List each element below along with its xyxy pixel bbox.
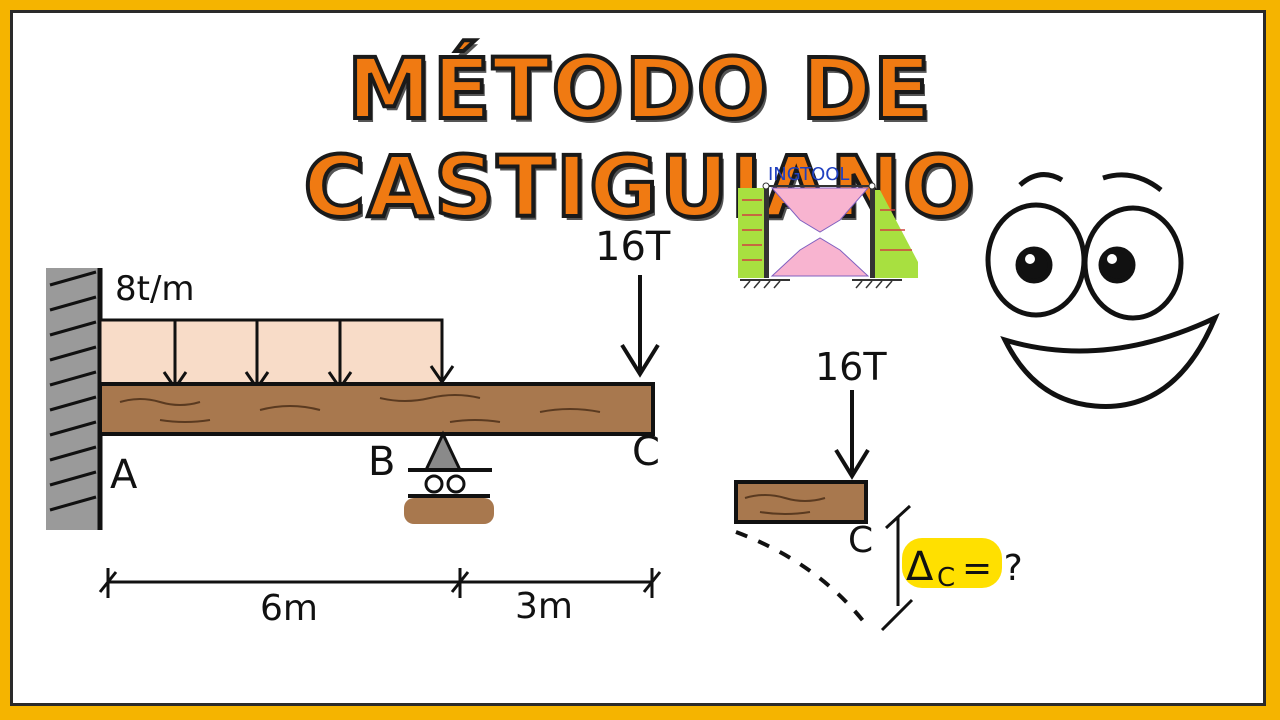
point-load-arrow	[620, 275, 660, 378]
detail-load-arrow	[834, 390, 870, 480]
logo-text: INGTOOL	[768, 164, 849, 185]
beam	[98, 382, 655, 436]
deflection-dimension	[880, 504, 914, 632]
deflection-unknown: = ?	[962, 548, 1023, 589]
ingtool-logo: INGTOOL	[738, 164, 918, 289]
distributed-load	[98, 318, 455, 391]
smiley-face-icon	[985, 172, 1220, 409]
deflected-shape	[735, 530, 866, 624]
detail-load-label: 16T	[815, 345, 887, 389]
detail-beam	[734, 480, 868, 524]
dimension-lines	[98, 568, 662, 598]
deflection-subscript: C	[937, 563, 955, 593]
support-a-label: A	[110, 452, 138, 498]
point-c-label: C	[632, 429, 660, 475]
detail-point-c-label: C	[848, 520, 873, 561]
deflection-highlight	[902, 538, 1002, 588]
span-bc-label: 3m	[515, 586, 573, 627]
fixed-support-a	[46, 268, 103, 530]
deflection-symbol: Δ	[906, 544, 934, 590]
span-ab-label: 6m	[260, 588, 318, 629]
distributed-load-label: 8t/m	[115, 269, 195, 309]
support-b-label: B	[368, 439, 395, 485]
point-load-label: 16T	[595, 224, 671, 270]
roller-support-b	[404, 430, 494, 524]
